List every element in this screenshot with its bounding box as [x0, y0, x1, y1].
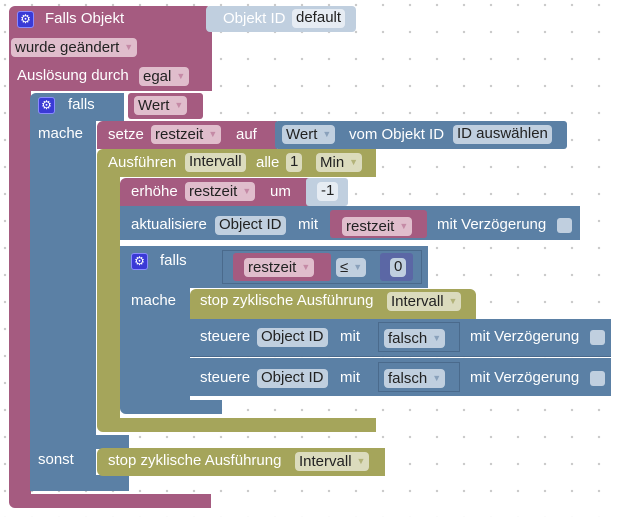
- compare-value-field[interactable]: 0: [390, 258, 407, 277]
- operator-dropdown[interactable]: ≤▼: [336, 258, 367, 277]
- set-to-label: auf: [236, 126, 257, 143]
- gear-icon[interactable]: ⚙: [131, 253, 148, 270]
- trigger-by-dropdown[interactable]: egal ▼: [139, 67, 190, 86]
- control-delay-checkbox[interactable]: [590, 371, 605, 386]
- gear-icon[interactable]: ⚙: [17, 11, 34, 28]
- control-delay-label: mit Verzögerung: [470, 369, 580, 386]
- gear-icon[interactable]: ⚙: [38, 97, 55, 114]
- increment-by-label: um: [270, 183, 291, 200]
- dropdown-arrow-icon: ▼: [432, 333, 442, 343]
- if-block-footer: [30, 475, 129, 491]
- else-stop-interval-value: Intervall: [299, 453, 352, 470]
- control-object-id-field[interactable]: Object ID: [257, 328, 328, 347]
- control-label: steuere: [200, 369, 251, 386]
- set-variable-value: restzeit: [155, 126, 204, 143]
- update-variable-dropdown[interactable]: restzeit ▼: [342, 217, 413, 236]
- select-id-field[interactable]: ID auswählen: [453, 125, 552, 144]
- every-label: alle: [256, 154, 280, 171]
- condition-variable-dropdown[interactable]: Wert ▼: [134, 96, 188, 115]
- dropdown-arrow-icon: ▼: [242, 186, 252, 196]
- update-object-id-field[interactable]: Object ID: [215, 216, 286, 235]
- from-object-label: vom Objekt ID: [349, 126, 445, 143]
- dropdown-arrow-icon: ▼: [399, 221, 409, 231]
- update-delay-label: mit Verzögerung: [437, 216, 547, 233]
- dropdown-arrow-icon: ▼: [432, 373, 442, 383]
- trigger-block-left-rail: [9, 91, 31, 495]
- if-label: falls: [68, 96, 95, 113]
- update-with-label: mit: [298, 216, 318, 233]
- stop-interval-value: Intervall: [391, 293, 444, 310]
- object-id-label: Objekt ID: [223, 10, 286, 27]
- object-id-value[interactable]: default: [292, 9, 346, 28]
- update-delay-checkbox[interactable]: [557, 218, 572, 233]
- inner-if-label: falls: [160, 252, 187, 269]
- dropdown-arrow-icon: ▼: [124, 42, 134, 52]
- condition-dropdown[interactable]: wurde geändert ▼: [11, 38, 138, 57]
- dropdown-arrow-icon: ▼: [356, 456, 366, 466]
- get-value-field: Wert: [286, 126, 318, 143]
- update-variable-value: restzeit: [346, 218, 395, 235]
- set-variable-dropdown[interactable]: restzeit ▼: [151, 125, 222, 144]
- control-value: falsch: [388, 370, 428, 387]
- get-value-dropdown[interactable]: Wert ▼: [282, 125, 336, 144]
- condition-value: wurde geändert: [15, 39, 120, 56]
- dropdown-arrow-icon: ▼: [353, 262, 363, 272]
- control-with-label: mit: [340, 369, 360, 386]
- interval-name-field[interactable]: Intervall: [185, 153, 246, 172]
- dropdown-arrow-icon: ▼: [208, 129, 218, 139]
- increment-variable-dropdown[interactable]: restzeit ▼: [185, 182, 256, 201]
- else-label: sonst: [38, 451, 74, 468]
- dropdown-arrow-icon: ▼: [174, 100, 184, 110]
- control-label: steuere: [200, 328, 251, 345]
- interval-unit-dropdown[interactable]: Min ▼: [316, 153, 363, 172]
- condition-variable-value: Wert: [138, 97, 170, 114]
- update-label: aktualisiere: [131, 216, 207, 233]
- stop-interval-dropdown[interactable]: Intervall ▼: [387, 292, 462, 311]
- increment-value-field[interactable]: -1: [317, 182, 339, 201]
- inner-if-block-rail: [120, 288, 190, 400]
- control-value-dropdown[interactable]: falsch ▼: [384, 329, 446, 348]
- operator-value: ≤: [340, 259, 349, 276]
- inner-if-block-footer: [120, 400, 222, 414]
- interval-block-footer: [97, 418, 376, 432]
- dropdown-arrow-icon: ▼: [176, 71, 186, 81]
- interval-label: Ausführen: [108, 154, 177, 171]
- if-block-rail: [30, 121, 96, 491]
- dropdown-arrow-icon: ▼: [448, 296, 458, 306]
- control-object-id-field[interactable]: Object ID: [257, 369, 328, 388]
- interval-amount-field[interactable]: 1: [286, 153, 303, 172]
- increment-variable-value: restzeit: [189, 183, 238, 200]
- trigger-title: Falls Objekt: [45, 10, 125, 27]
- set-label: setze: [108, 126, 144, 143]
- control-value: falsch: [388, 330, 428, 347]
- compare-variable-dropdown[interactable]: restzeit ▼: [244, 258, 315, 277]
- dropdown-arrow-icon: ▼: [322, 129, 332, 139]
- inner-do-label: mache: [131, 292, 177, 309]
- if-block-else-tab: [96, 435, 129, 449]
- control-delay-label: mit Verzögerung: [470, 328, 580, 345]
- interval-block-rail: [97, 177, 120, 422]
- trigger-by-label: Auslösung durch: [17, 67, 129, 84]
- dropdown-arrow-icon: ▼: [349, 157, 359, 167]
- else-stop-label: stop zyklische Ausführung: [108, 452, 282, 469]
- control-delay-checkbox[interactable]: [590, 330, 605, 345]
- stop-label: stop zyklische Ausführung: [200, 292, 374, 309]
- interval-unit-value: Min: [320, 154, 345, 171]
- do-label: mache: [38, 125, 84, 142]
- trigger-block-footer: [9, 494, 211, 508]
- control-with-label: mit: [340, 328, 360, 345]
- compare-variable-value: restzeit: [248, 259, 297, 276]
- trigger-by-value: egal: [143, 68, 172, 85]
- control-value-dropdown[interactable]: falsch ▼: [384, 369, 446, 388]
- else-stop-interval-dropdown[interactable]: Intervall ▼: [295, 452, 370, 471]
- increment-label: erhöhe: [131, 183, 178, 200]
- dropdown-arrow-icon: ▼: [301, 262, 311, 272]
